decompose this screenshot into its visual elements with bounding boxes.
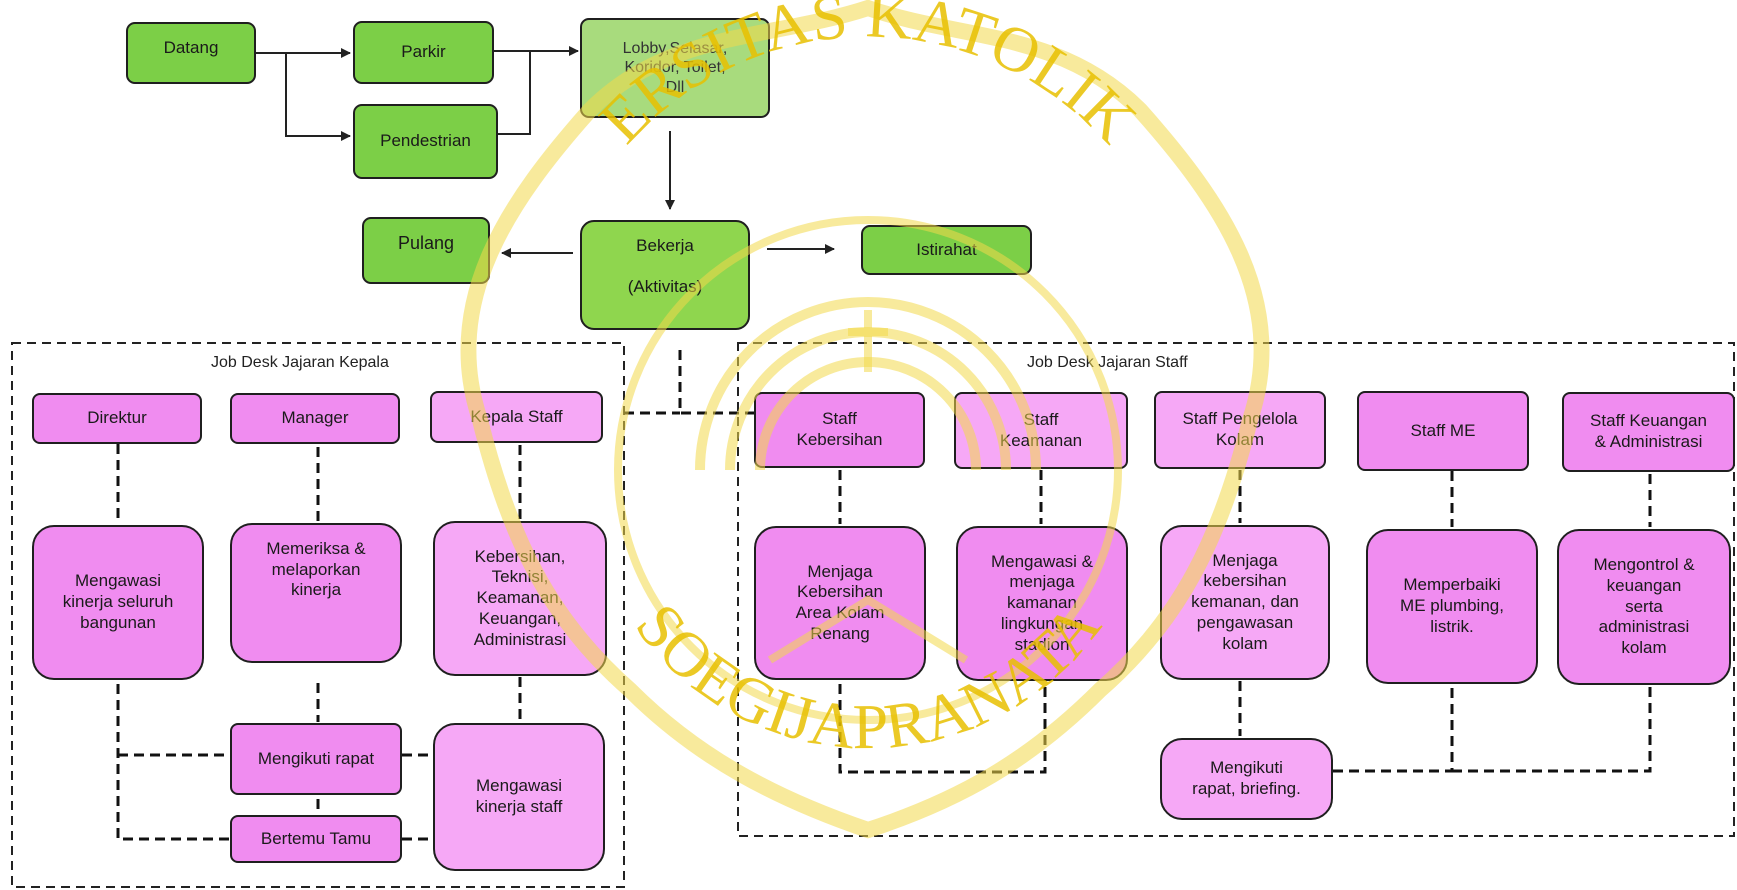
kepala-staff-box: Kepala Staff	[430, 391, 603, 443]
datang-box: Datang	[126, 22, 256, 84]
pulang-box: Pulang	[362, 217, 490, 284]
kepala-section-label: Job Desk Jajaran Kepala	[211, 354, 389, 371]
staff-me-box: Staff ME	[1357, 391, 1529, 471]
direktur-task-box: Mengawasi kinerja seluruh bangunan	[32, 525, 204, 680]
manager-box: Manager	[230, 393, 400, 444]
pengelola-task-box: Menjaga kebersihan kemanan, dan pengawas…	[1160, 525, 1330, 680]
lobby-box: Lobby,Selasar, Koridor, Toilet, Dll	[580, 18, 770, 118]
kepala-section-frame	[11, 342, 625, 888]
manager-task-box: Memeriksa & melaporkan kinerja	[230, 523, 402, 663]
rapat-kepala-box: Mengikuti rapat	[230, 723, 402, 795]
kepala-task-box: Kebersihan, Teknisi, Keamanan, Keuangan,…	[433, 521, 607, 676]
staff-section-label: Job Desk Jajaran Staff	[1027, 354, 1188, 371]
parkir-box: Parkir	[353, 21, 494, 84]
me-task-box: Memperbaiki ME plumbing, listrik.	[1366, 529, 1538, 684]
direktur-box: Direktur	[32, 393, 202, 444]
pendestrian-box: Pendestrian	[353, 104, 498, 179]
awasi-staff-box: Mengawasi kinerja staff	[433, 723, 605, 871]
staff-kebersihan-box: Staff Kebersihan	[754, 392, 925, 468]
keuangan-task-box: Mengontrol & keuangan serta administrasi…	[1557, 529, 1731, 685]
staff-pengelola-box: Staff Pengelola Kolam	[1154, 391, 1326, 469]
staff-keamanan-box: Staff Keamanan	[954, 392, 1128, 469]
link-bekerja-staff	[678, 350, 754, 415]
keamanan-task-box: Mengawasi & menjaga kamanan lingkungan s…	[956, 526, 1128, 681]
tamu-box: Bertemu Tamu	[230, 815, 402, 863]
staff-keuangan-box: Staff Keuangan & Administrasi	[1562, 392, 1735, 472]
bekerja-box: Bekerja (Aktivitas)	[580, 220, 750, 330]
rapat-staff-box: Mengikuti rapat, briefing.	[1160, 738, 1333, 820]
arrow-datang-pendestrian	[285, 53, 351, 141]
kebersihan-task-box: Menjaga Kebersihan Area Kolam Renang	[754, 526, 926, 680]
arrow-pendestrian-lobby	[498, 51, 531, 135]
istirahat-box: Istirahat	[861, 225, 1032, 275]
